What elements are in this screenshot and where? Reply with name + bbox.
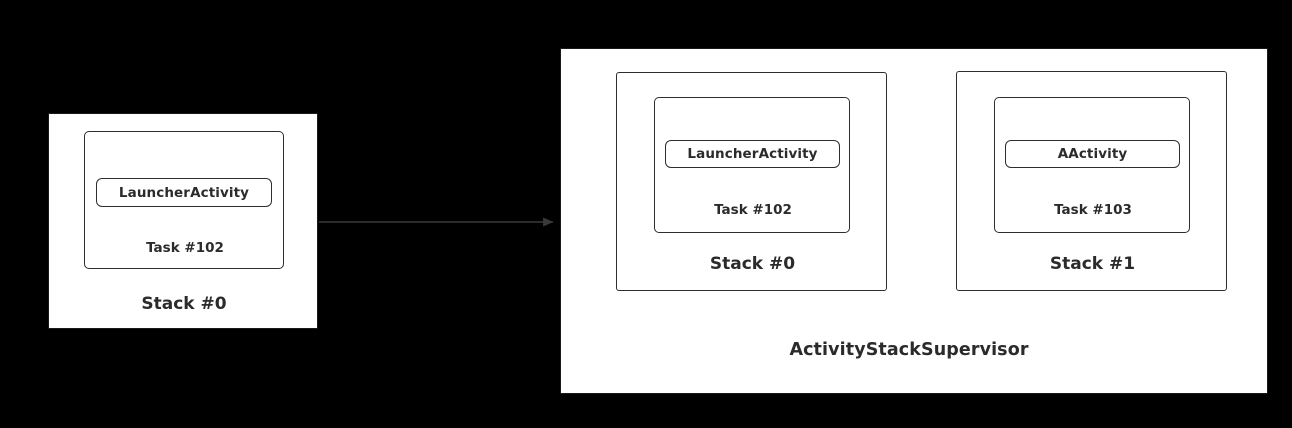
supervisor-stack-0-box: LauncherActivity Task #102 Stack #0 <box>616 72 887 291</box>
supervisor-stack-1-task-box: AActivity Task #103 <box>994 97 1190 233</box>
before-task-label: Task #102 <box>146 240 224 256</box>
activity-pill-launcheractivity[interactable]: LauncherActivity <box>665 140 840 168</box>
supervisor-stack-1-task-label: Task #103 <box>1054 202 1132 218</box>
activity-pill-launcheractivity[interactable]: LauncherActivity <box>96 178 272 207</box>
activity-pill-aactivity[interactable]: AActivity <box>1005 140 1180 168</box>
before-task-box: LauncherActivity Task #102 <box>84 131 284 269</box>
supervisor-stack-0-task-label: Task #102 <box>714 202 792 218</box>
activity-stack-supervisor-label: ActivityStackSupervisor <box>789 340 1029 360</box>
before-stack-label: Stack #0 <box>141 294 227 314</box>
supervisor-stack-0-label: Stack #0 <box>709 254 796 274</box>
supervisor-stack-1-box: AActivity Task #103 Stack #1 <box>956 71 1227 291</box>
supervisor-stack-0-task-box: LauncherActivity Task #102 <box>654 97 850 233</box>
activity-stack-supervisor-panel: LauncherActivity Task #102 Stack #0 AAct… <box>560 48 1268 394</box>
supervisor-stack-1-label: Stack #1 <box>1049 254 1136 274</box>
before-state-panel: LauncherActivity Task #102 Stack #0 <box>48 113 318 329</box>
